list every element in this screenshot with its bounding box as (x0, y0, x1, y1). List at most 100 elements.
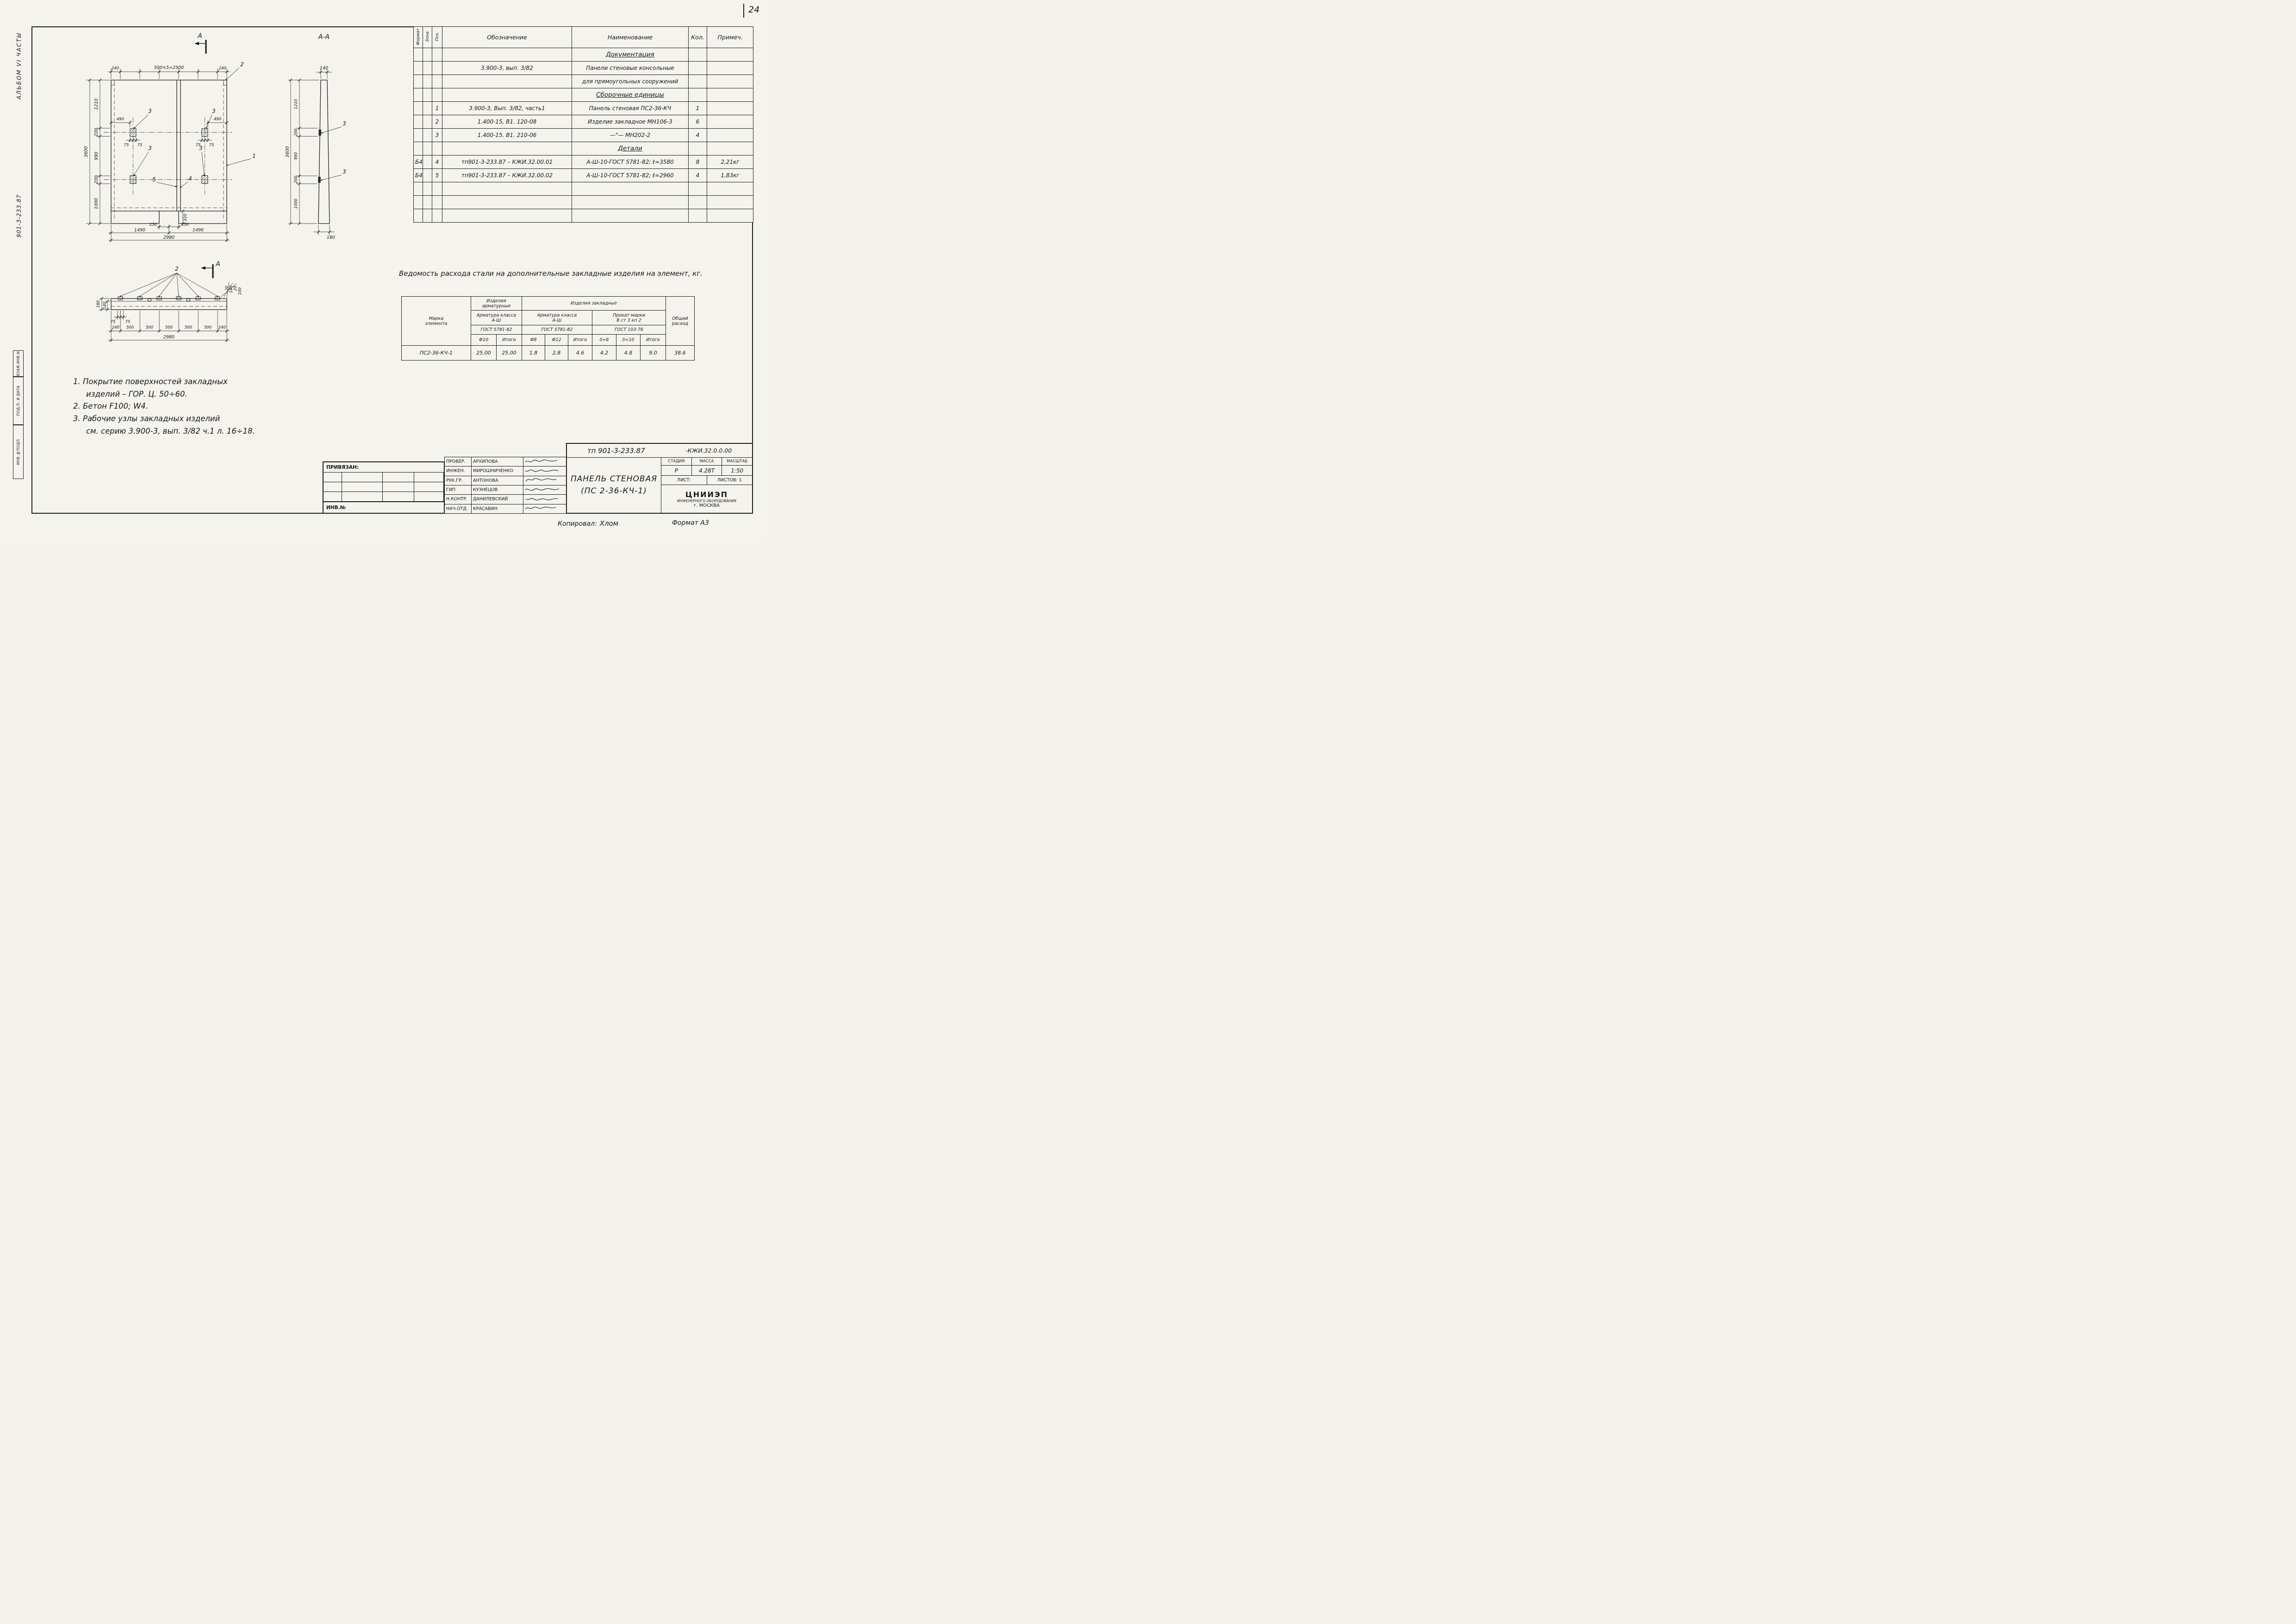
spec-header-pos-label: Поз. (435, 32, 440, 41)
dim-label: 240 (112, 66, 119, 71)
sheets-label: ЛИСТОВ: 1 (717, 478, 742, 483)
spec-cell-pos: 4 (432, 155, 442, 169)
margin-stamp-inv-label: ИНВ.№ПОДЛ (16, 439, 20, 465)
personnel-name: ДАНИЛЕВСКИЙ (471, 494, 523, 504)
strip-right-dims: 20 140 20 100 (221, 281, 243, 298)
section-cut-marker-a: А (194, 32, 207, 54)
personnel-row: ГИП КУЗНЕЦОВ (444, 485, 567, 495)
steel-consumption-table: Марка элемента Изделия арматурные Издели… (401, 296, 695, 361)
spec-cell-qty: 6 (688, 115, 707, 129)
spec-cell-name: А-Ш-10-ГОСТ 5781-82; ℓ=3580 (572, 155, 689, 169)
steel-class-armature1: Арматура класса А-Ш (471, 310, 522, 325)
organization-dept: ИНЖЕНЕРНОГО ОБОРУДОВАНИЯ (677, 498, 736, 503)
stage-mass-scale-values: Р 4.28Т 1:50 (661, 466, 753, 476)
steel-header-marka-l1: Марка (429, 316, 444, 321)
spec-cell-name: Изделие закладное МН106-3 (572, 115, 689, 129)
dim-label: 200 (294, 176, 299, 183)
page-number: 24 (743, 4, 759, 18)
note-line: 1. Покрытие поверхностей закладных (73, 377, 228, 386)
spec-cell-pos: 3 (432, 128, 442, 142)
spec-header-note: Примеч. (707, 26, 753, 48)
dim-label: 140 (103, 302, 107, 309)
steel-header-marka: Марка элемента (401, 296, 471, 346)
section-left-dims: 1210 200 990 200 1000 3600 (285, 78, 319, 225)
note-line: 3. Рабочие узлы закладных изделий (73, 414, 220, 423)
steel-table-title: Ведомость расхода стали на дополнительны… (399, 269, 703, 278)
dim-label: 3600 (84, 146, 89, 157)
position-number: 3 (148, 145, 152, 151)
steel-gost-row: ГОСТ 5781-82 ГОСТ 5781-82 ГОСТ 103-76 (402, 325, 695, 335)
spec-row: Детали (413, 142, 753, 156)
steel-class-prokat: Прокат марки В ст 3 кп 2 (592, 310, 666, 325)
sheet-label: ЛИСТ: (661, 476, 707, 485)
spec-cell-designation: тп901-3-233.87 – КЖИ.32.00.02 (442, 168, 572, 182)
signature (523, 485, 567, 495)
dim-label: 180 (327, 235, 335, 240)
organization-city: г. МОСКВА (694, 503, 720, 508)
spec-cell-name: —"— МН202-2 (572, 128, 689, 142)
dim-label: 500 (204, 325, 212, 330)
dim-label: 140 (320, 66, 328, 71)
organization-block: ЦНИИЭП ИНЖЕНЕРНОГО ОБОРУДОВАНИЯ г. МОСКВ… (661, 485, 752, 513)
steel-cell-d10: 4.8 (616, 345, 641, 361)
section-concrete-body (318, 80, 330, 224)
spec-cell-name: Панели стеновые консольные (572, 61, 689, 75)
dim-label: 2980 (163, 335, 174, 340)
copied-label: Копировал: (558, 520, 597, 528)
steel-class-row: Арматура класса А-Ш Арматура класса А-Ш … (402, 310, 695, 325)
personnel-name: КРАСАВИН (471, 504, 523, 514)
mass-label: МАССА (691, 458, 722, 466)
spec-header-zone-label: Зона (425, 31, 430, 42)
steel-col-itogo1: Итого (496, 334, 522, 346)
spec-section-title: Сборочные единицы (572, 88, 689, 102)
steel-col-itogo3: Итого (640, 334, 666, 346)
dim-label: 500×5=2500 (154, 65, 184, 70)
privyazan-grid (324, 473, 444, 502)
dim-label: 500 (185, 325, 192, 330)
signature (523, 475, 567, 485)
spec-row (413, 195, 753, 209)
dim-label: 1490 (134, 228, 145, 233)
stage-label: СТАДИЯ (661, 458, 692, 466)
spec-row (413, 182, 753, 196)
notes-block: 1. Покрытие поверхностей закладных издел… (73, 376, 255, 438)
dim-label: 100 (238, 287, 243, 295)
spec-header-format: Формат (413, 26, 423, 48)
margin-album-label: АЛЬБОМ VI ЧАСТЫ (16, 32, 22, 100)
steel-col-f12: Ф12 (545, 334, 568, 346)
spec-header-name: Наименование (572, 26, 689, 48)
section-title: А-А (318, 33, 330, 41)
scale-label: МАСШТАБ (722, 458, 753, 466)
stage-mass-scale-header: СТАДИЯ МАССА МАСШТАБ (661, 458, 753, 466)
personnel-role: РУК.ГР. (444, 475, 472, 485)
position-leaders-3: 3 3 3 3 (133, 108, 216, 176)
steel-gost1: ГОСТ 5781-82 (471, 325, 522, 335)
steel-gost2: ГОСТ 5781-82 (522, 325, 592, 335)
steel-col-d6: δ=6 (592, 334, 616, 346)
dim-label: 180 (96, 300, 101, 308)
section-top-dim: 140 (316, 66, 332, 79)
spec-cell-format: Б4 (413, 168, 423, 182)
dim-label: 490 (117, 117, 124, 122)
dim-label: 1000 (294, 199, 299, 209)
spec-cell-note: 2,21кг (707, 155, 753, 169)
blueprint-sheet: 24 АЛЬБОМ VI ЧАСТЫ 901-3-233.87 ВЗАМ.ИНВ… (0, 0, 765, 541)
position-leader-1: 1 (226, 153, 256, 166)
inventory-number-label: ИНВ.№ (324, 502, 444, 513)
strip-embedded-plates (118, 296, 220, 302)
title-block-personnel: ПРОВЕР. АРХИПОВА ИНЖЕН. МИРОШНИЧЕНКО РУК… (444, 456, 567, 514)
spec-cell-designation: 3.900-3, вып. 3/82 (442, 61, 572, 75)
signature (523, 466, 567, 476)
left-dimension-chain: 1210 200 990 200 1000 3600 (84, 78, 110, 225)
copied-name: Хлом (599, 519, 619, 528)
spec-header-row: Формат Зона Поз. Обозначение Наименовани… (413, 26, 753, 48)
spec-cell-qty: 8 (688, 155, 707, 169)
dim-label: 200 (94, 128, 99, 137)
drawing-title-line1: ПАНЕЛЬ СТЕНОВАЯ (570, 474, 658, 484)
steel-cell-f8: 1.8 (522, 345, 545, 361)
drawing-title: ПАНЕЛЬ СТЕНОВАЯ (ПС 2-36-КЧ-1) (567, 458, 661, 513)
position-number: 3 (148, 108, 152, 114)
